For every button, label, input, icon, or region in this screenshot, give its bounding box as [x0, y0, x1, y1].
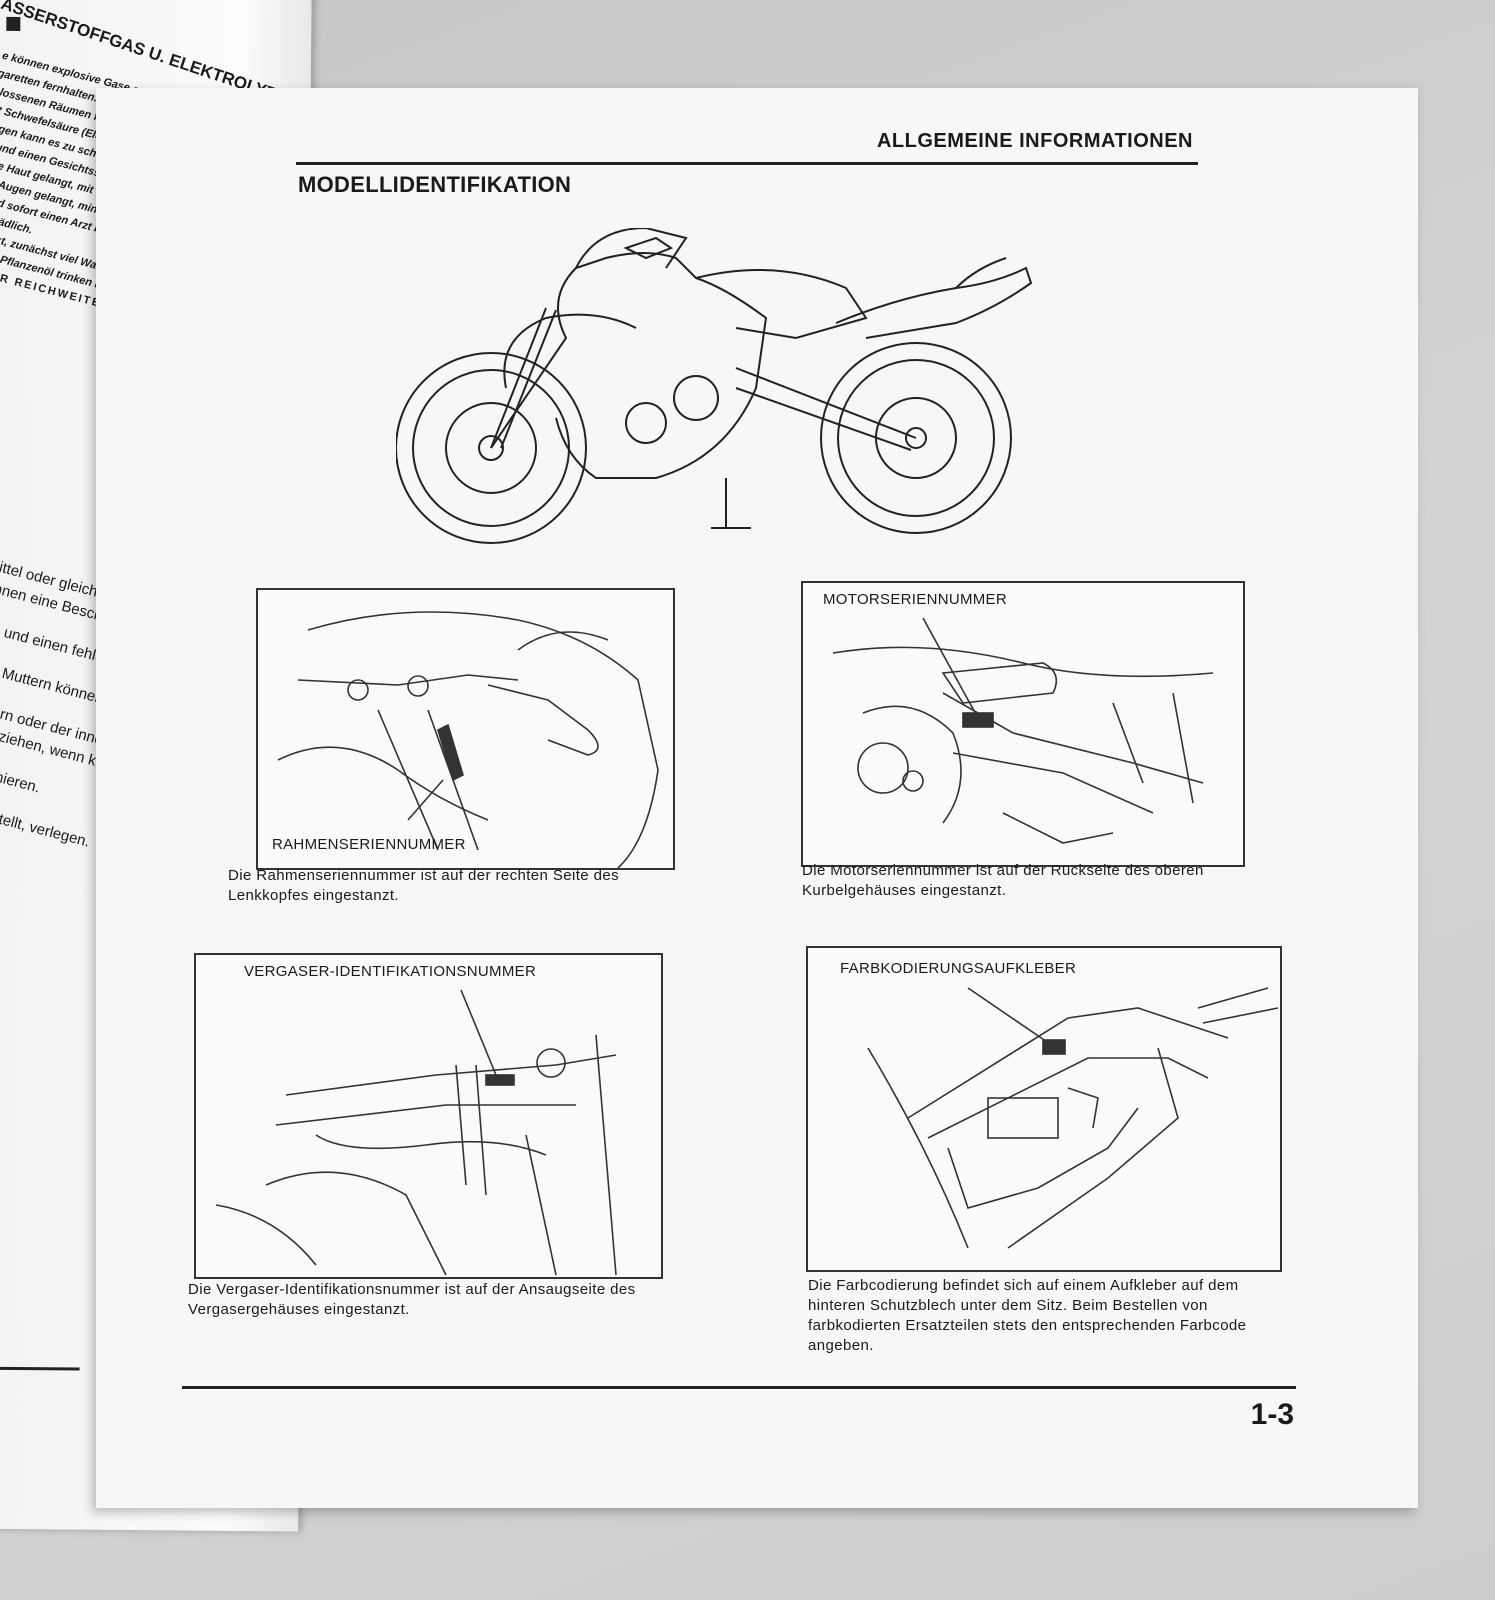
carburetor-number-figure: VERGASER-IDENTIFIKATIONSNUMMER — [194, 953, 663, 1279]
page-number: 1-3 — [1250, 1398, 1294, 1431]
footer-rule — [182, 1386, 1296, 1389]
main-page: ALLGEMEINE INFORMATIONEN MODELLIDENTIFIK… — [96, 88, 1418, 1508]
engine-number-figure: MOTORSERIENNUMMER — [801, 581, 1245, 867]
left-page-rule — [0, 1366, 80, 1371]
engine-number-label: MOTORSERIENNUMMER — [823, 591, 1007, 608]
color-code-caption: Die Farbcodierung befindet sich auf eine… — [808, 1277, 1247, 1354]
header-rule — [296, 162, 1198, 165]
carburetor-number-caption: Die Vergaser-Identifikationsnummer ist a… — [188, 1281, 636, 1318]
section-heading: ALLGEMEINE INFORMATIONEN — [876, 130, 1193, 152]
frame-number-figure: RAHMENSERIENNUMMER — [256, 588, 675, 870]
frame-number-label: RAHMENSERIENNUMMER — [272, 836, 466, 853]
frame-number-caption: Die Rahmenseriennummer ist auf der recht… — [228, 867, 619, 904]
motorcycle-illustration — [396, 228, 1033, 544]
carburetor-number-label: VERGASER-IDENTIFIKATIONSNUMMER — [244, 963, 537, 980]
engine-number-caption: Die Motorseriennummer ist auf der Rückse… — [802, 862, 1204, 899]
color-code-label: FARBKODIERUNGSAUFKLEBER — [840, 960, 1077, 977]
page-title: MODELLIDENTIFIKATION — [298, 172, 572, 197]
color-code-figure: FARBKODIERUNGSAUFKLEBER — [806, 946, 1282, 1272]
